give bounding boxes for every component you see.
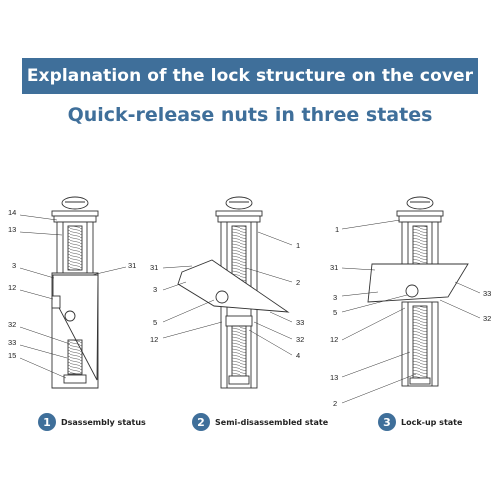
state-1-drawing xyxy=(51,196,99,389)
callout-label: 13 xyxy=(8,225,16,234)
callout-label: 32 xyxy=(8,320,16,329)
caption-text: Semi-disassembled state xyxy=(215,417,329,427)
callout-label: 3 xyxy=(333,293,337,302)
threaded-rod xyxy=(412,225,428,267)
callout-label: 2 xyxy=(333,399,337,408)
callout-label: 12 xyxy=(330,335,338,344)
callout-label: 13 xyxy=(330,373,338,382)
callout-label: 33 xyxy=(8,338,16,347)
caption-state-1: 1 Dsassembly status xyxy=(38,412,146,432)
threaded-rod xyxy=(67,225,83,271)
step-number-badge: 2 xyxy=(192,413,210,431)
callout-label: 3 xyxy=(153,285,157,294)
caption-text: Dsassembly status xyxy=(61,417,146,427)
callout-label: 15 xyxy=(8,351,16,360)
caption-state-2: 2 Semi-disassembled state xyxy=(192,412,328,432)
callout-label: 4 xyxy=(296,351,300,360)
callout-label: 32 xyxy=(483,314,491,323)
callout-label: 31 xyxy=(128,261,136,270)
state-2-drawing xyxy=(177,196,290,389)
banner-title: Explanation of the lock structure on the… xyxy=(26,66,474,86)
state-3-drawing xyxy=(367,196,469,387)
callout-label: 12 xyxy=(150,335,158,344)
callout-label: 12 xyxy=(8,283,16,292)
callout-label: 3 xyxy=(12,261,16,270)
callout-label: 32 xyxy=(296,335,304,344)
state-2-callouts xyxy=(162,231,293,356)
latch-plate xyxy=(177,259,290,313)
callout-label: 31 xyxy=(330,263,338,272)
callout-label: 33 xyxy=(296,318,304,327)
screw-head xyxy=(225,196,253,210)
latch-plate xyxy=(367,263,469,303)
step-number-badge: 1 xyxy=(38,413,56,431)
state-3-labels: 1 31 3 33 5 32 12 13 2 xyxy=(330,225,491,408)
step-number-badge: 3 xyxy=(378,413,396,431)
state-1-callouts xyxy=(19,214,127,379)
callout-label: 5 xyxy=(153,318,157,327)
callout-label: 2 xyxy=(296,278,300,287)
state-1-labels: 14 13 3 31 12 32 33 15 xyxy=(8,208,136,360)
screw-head xyxy=(406,196,434,210)
header-banner: Explanation of the lock structure on the… xyxy=(22,58,478,94)
subtitle: Quick-release nuts in three states xyxy=(67,104,433,126)
state-3-callouts xyxy=(341,219,481,404)
callout-label: 1 xyxy=(335,225,339,234)
state-2-labels: 1 2 31 3 5 33 12 32 4 xyxy=(150,241,304,360)
callout-label: 5 xyxy=(333,308,337,317)
caption-state-3: 3 Lock-up state xyxy=(378,412,462,432)
callout-label: 31 xyxy=(150,263,158,272)
screw-head xyxy=(61,196,89,210)
callout-label: 33 xyxy=(483,289,491,298)
caption-text: Lock-up state xyxy=(401,417,463,427)
callout-label: 14 xyxy=(8,208,16,217)
callout-label: 1 xyxy=(296,241,300,250)
